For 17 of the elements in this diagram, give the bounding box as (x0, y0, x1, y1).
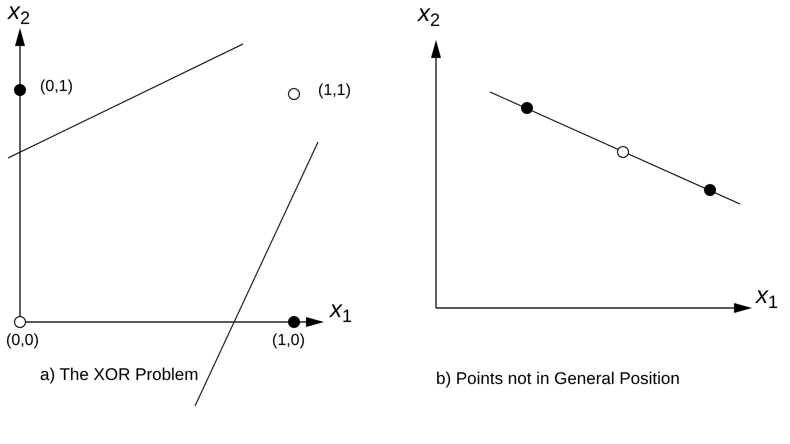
point-label: (1,1) (318, 83, 351, 99)
axis-label: x$_{1}$ (756, 284, 778, 308)
point-label: (0,1) (40, 79, 73, 95)
hollow-point (14, 316, 26, 328)
caption: b) Points not in General Position (436, 370, 680, 387)
axis-label: x$_{2}$ (8, 0, 30, 24)
point-label: (0,0) (6, 333, 39, 349)
filled-point (14, 84, 26, 96)
axis-label: x$_{1}$ (330, 298, 352, 322)
filled-point (521, 102, 533, 114)
point-label: (1,0) (272, 333, 305, 349)
axis-label: x$_{2}$ (418, 2, 440, 26)
hollow-point (288, 88, 300, 100)
filled-point (288, 316, 300, 328)
filled-point (704, 184, 716, 196)
hollow-point (617, 146, 629, 158)
caption: a) The XOR Problem (40, 366, 198, 383)
